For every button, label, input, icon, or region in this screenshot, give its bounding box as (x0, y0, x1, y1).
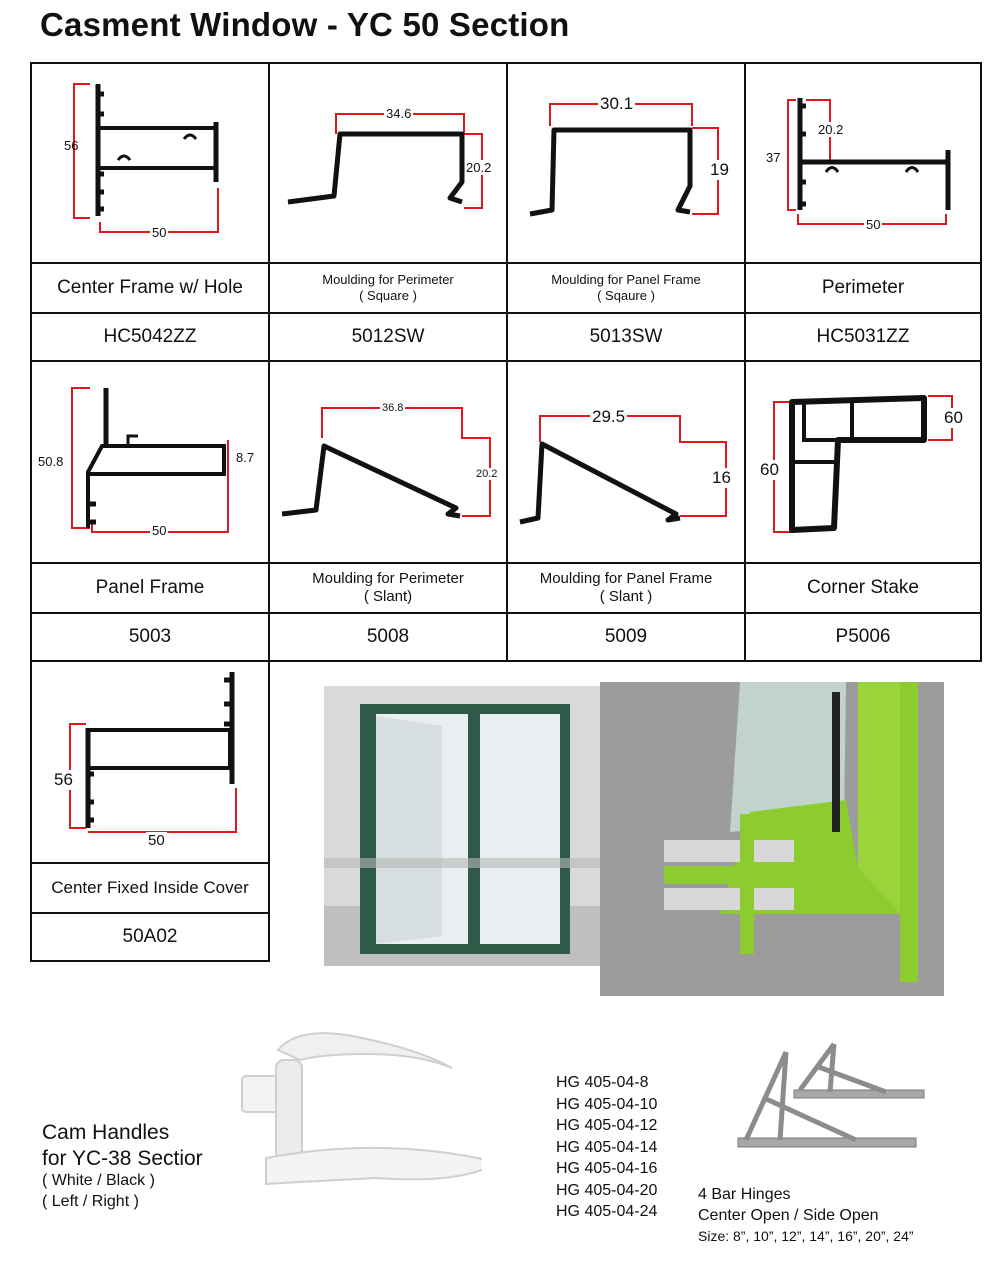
profile-name-line1: Moulding for Perimeter (322, 272, 454, 287)
profile-name-row: Moulding for Panel Frame ( Sqaure ) (508, 262, 744, 312)
profile-name-row: Panel Frame (32, 562, 268, 612)
dim-upper: 20.2 (818, 122, 844, 137)
dim-side: 8.7 (236, 450, 255, 465)
profile-name-line1: Moulding for Panel Frame (539, 570, 713, 587)
dim-height: 50.8 (38, 454, 64, 469)
profile-code: 50A02 (122, 926, 178, 947)
profile-code-row: HC5042ZZ (32, 312, 268, 360)
dim-width: 30.1 (598, 94, 636, 114)
hinge-code: HG 405-04-8 (556, 1074, 649, 1091)
dim-width: 36.8 (380, 402, 406, 414)
dim-width: 50 (150, 225, 169, 240)
dim-width: 34.6 (384, 106, 414, 121)
hinge-code: HG 405-04-20 (556, 1181, 658, 1199)
dim-width: 29.5 (590, 407, 628, 427)
profile-name: Corner Stake (807, 577, 919, 598)
profile-name-row: Moulding for Perimeter ( Square ) (270, 262, 506, 312)
profile-cell-center-fixed-cover: 56 50 Center Fixed Inside Cover 50A02 (30, 660, 270, 962)
cam-handle-illustration (241, 1032, 499, 1186)
profile-code-row: 5012SW (270, 312, 506, 360)
hinges-open-types: Center Open / Side Open (698, 1207, 879, 1224)
profile-name-line2: ( Sqaure ) (597, 288, 655, 303)
profile-cross-section-photo (600, 682, 944, 996)
hinge-illustration (737, 1042, 925, 1148)
hinge-code: HG 405-04-12 (556, 1117, 658, 1134)
profile-name-line2: ( Slant) (363, 588, 413, 605)
page-title: Casment Window - YC 50 Section (40, 6, 570, 43)
profile-code-row: 5003 (32, 612, 268, 660)
profile-cell-moulding-panel-square: 30.1 19 Moulding for Panel Frame ( Sqaur… (506, 62, 746, 362)
dim-height: 20.2 (476, 468, 498, 480)
profile-code-row: 5013SW (508, 312, 744, 360)
moulding-slant-drawing (281, 407, 491, 519)
profile-code: 5013SW (589, 326, 663, 347)
window-photo-illustration (324, 686, 600, 966)
profile-name: Center Fixed Inside Cover (51, 878, 249, 897)
dim-height: 56 (54, 770, 73, 790)
moulding-panel-slant-drawing (519, 415, 727, 525)
profile-name: Panel Frame (95, 577, 205, 598)
profile-name-row: Corner Stake (746, 562, 980, 612)
profile-name-line2: ( Square ) (359, 288, 417, 303)
window-photo (324, 686, 600, 966)
profile-name-row: Perimeter (746, 262, 980, 312)
dim-side: 60 (944, 408, 963, 428)
dim-width: 50 (864, 217, 883, 232)
profile-code-row: P5006 (746, 612, 980, 660)
profile-cell-panel-frame: 50.8 8.7 50 Panel Frame 5003 (30, 360, 270, 662)
profile-code-row: 50A02 (32, 912, 268, 960)
profile-name-line1: Moulding for Panel Frame (551, 272, 701, 287)
profile-name-line1: Moulding for Perimeter (312, 570, 464, 587)
profile-code: HC5031ZZ (816, 326, 910, 347)
profile-cell-moulding-panel-slant: 29.5 16 Moulding for Panel Frame ( Slant… (506, 360, 746, 662)
profile-code-row: HC5031ZZ (746, 312, 980, 360)
profile-name-line2: ( Slant ) (599, 588, 653, 605)
profile-cell-perimeter: 20.2 37 50 Perimeter HC5031ZZ (744, 62, 982, 362)
corner-stake-drawing (773, 395, 953, 533)
dim-width: 50 (150, 523, 169, 538)
profile-code: 5008 (366, 626, 410, 647)
hinge-code: HG 405-04-16 (556, 1160, 658, 1177)
profile-name-row: Center Fixed Inside Cover (32, 862, 268, 912)
profile-name-row: Moulding for Perimeter ( Slant) (270, 562, 506, 612)
profile-code: 5003 (128, 626, 172, 647)
dim-height: 56 (64, 138, 79, 153)
profile-code: 5009 (604, 626, 648, 647)
dim-height: 19 (710, 160, 729, 180)
profile-name: Perimeter (821, 277, 905, 298)
dim-height: 60 (760, 460, 779, 480)
profile-name-row: Center Frame w/ Hole (32, 262, 268, 312)
profile-cell-moulding-perimeter-slant: 36.8 20.2 Moulding for Perimeter ( Slant… (268, 360, 508, 662)
hinge-code: HG 405-04-24 (556, 1203, 658, 1220)
center-fixed-cover-drawing (69, 672, 237, 833)
profile-cross-section-illustration (600, 682, 944, 996)
profile-code-row: 5008 (270, 612, 506, 660)
profile-code-row: 5009 (508, 612, 744, 660)
dim-width: 50 (146, 832, 167, 849)
hinge-code: HG 405-04-14 (556, 1138, 658, 1156)
perimeter-drawing (787, 98, 951, 225)
profile-code: P5006 (835, 626, 891, 647)
profile-name: Center Frame w/ Hole (57, 277, 243, 298)
profile-cell-moulding-perimeter-square: 34.6 20.2 Moulding for Perimeter ( Squar… (268, 62, 508, 362)
hinges-sizes: Size: 8”, 10”, 12”, 14”, 16”, 20”, 24” (698, 1228, 914, 1244)
hinges-title: 4 Bar Hinges (698, 1186, 791, 1203)
hinge-photo (736, 1036, 936, 1166)
profile-cell-center-frame: 56 50 Center Frame w/ Hole HC5042ZZ (30, 62, 270, 362)
cam-handle-photo (226, 1020, 499, 1220)
dim-height: 16 (712, 468, 731, 488)
profile-code: 5012SW (351, 326, 425, 347)
handles-sides: ( Left / Right ) (42, 1193, 139, 1210)
profile-code: HC5042ZZ (103, 326, 197, 347)
hinge-code: HG 405-04-10 (556, 1095, 658, 1113)
profile-name-row: Moulding for Panel Frame ( Slant ) (508, 562, 744, 612)
dim-height: 20.2 (466, 160, 492, 175)
dim-height: 37 (766, 150, 781, 165)
center-frame-drawing (73, 83, 219, 233)
profile-cell-corner-stake: 60 60 Corner Stake P5006 (744, 360, 982, 662)
handles-title-line1: Cam Handles (42, 1121, 170, 1144)
hinge-code-list: HG 405-04-8 HG 405-04-10 HG 405-04-12 HG… (556, 1072, 657, 1223)
handles-colors: ( White / Black ) (42, 1172, 155, 1189)
handles-title-line2: for YC-38 Sectior (42, 1147, 203, 1170)
